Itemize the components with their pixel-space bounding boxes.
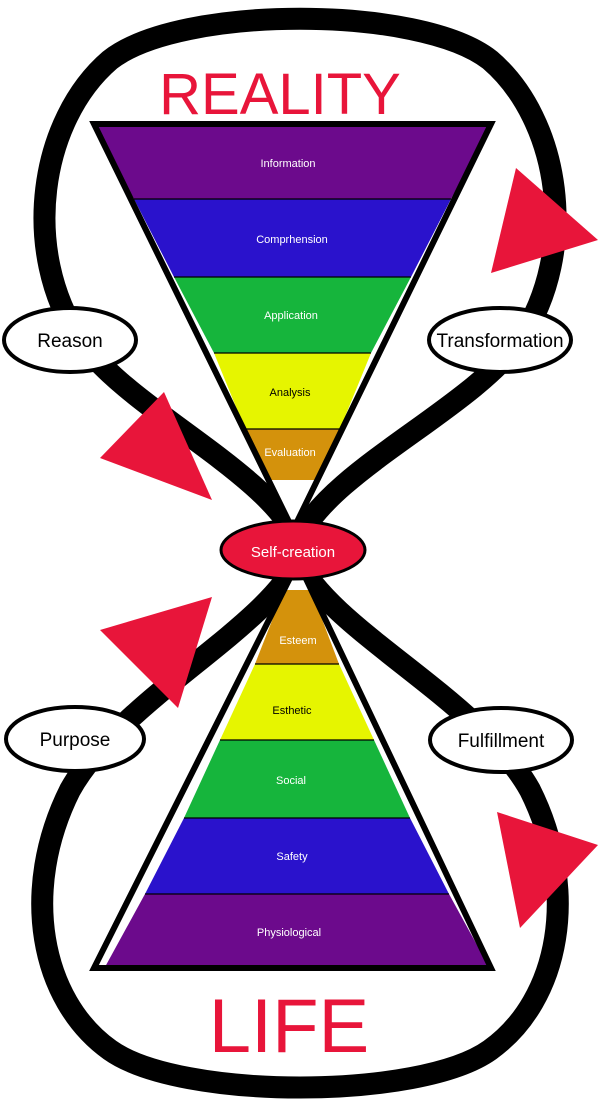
funnel-layer-comprhension [134, 199, 451, 277]
funnel-layer-analysis [214, 353, 371, 429]
self-creation-node: Self-creation [219, 519, 367, 581]
funnel-outline [89, 121, 496, 537]
arrow-lower-right [497, 812, 598, 928]
side-labels: Reason Transformation Purpose Fulfillmen… [2, 306, 574, 774]
funnel-layer-apex [270, 480, 315, 528]
flow-arrows [100, 168, 598, 928]
pyramid-outline [89, 555, 496, 971]
funnel-layer-information [94, 124, 491, 199]
funnel-label-information: Information [260, 158, 315, 170]
funnel-label-evaluation: Evaluation [264, 447, 315, 459]
pyramid-layer-safety [145, 818, 449, 894]
arrow-lower-left [100, 597, 212, 708]
reason-oval [2, 306, 138, 374]
funnel-label-comprhension: Comprhension [256, 234, 328, 246]
purpose-oval [4, 705, 146, 773]
pyramid-layer-social [184, 740, 410, 818]
reality-title: REALITY [159, 62, 401, 127]
arrow-upper-right [491, 168, 598, 273]
reason-label: Reason [37, 331, 103, 352]
life-title: LIFE [209, 984, 370, 1069]
fulfillment-label: Fulfillment [458, 731, 545, 752]
self-creation-oval [219, 519, 367, 581]
pyramid-dividers [145, 663, 449, 895]
pyramid-label-esteem: Esteem [279, 635, 316, 647]
bottom-pyramid: Esteem Esthetic Social Safety Physiologi… [89, 555, 496, 971]
pyramid-layer-physiological [105, 894, 489, 967]
funnel-layer-application [174, 277, 411, 353]
pyramid-label-physiological: Physiological [257, 927, 321, 939]
purpose-label: Purpose [40, 730, 111, 751]
pyramid-label-social: Social [276, 775, 306, 787]
fulfillment-oval [428, 706, 574, 774]
transformation-oval [427, 306, 573, 374]
funnel-layer-evaluation [245, 429, 340, 480]
pyramid-label-safety: Safety [276, 851, 308, 863]
funnel-label-analysis: Analysis [270, 387, 311, 399]
transformation-label: Transformation [436, 331, 563, 352]
self-creation-label: Self-creation [251, 544, 335, 561]
pyramid-label-esthetic: Esthetic [272, 705, 312, 717]
funnel-label-application: Application [264, 310, 318, 322]
funnel-dividers [134, 198, 451, 430]
pyramid-layer-esthetic [220, 664, 374, 740]
arrow-upper-left [100, 392, 212, 500]
top-funnel: Information Comprhension Application Ana… [89, 121, 496, 537]
